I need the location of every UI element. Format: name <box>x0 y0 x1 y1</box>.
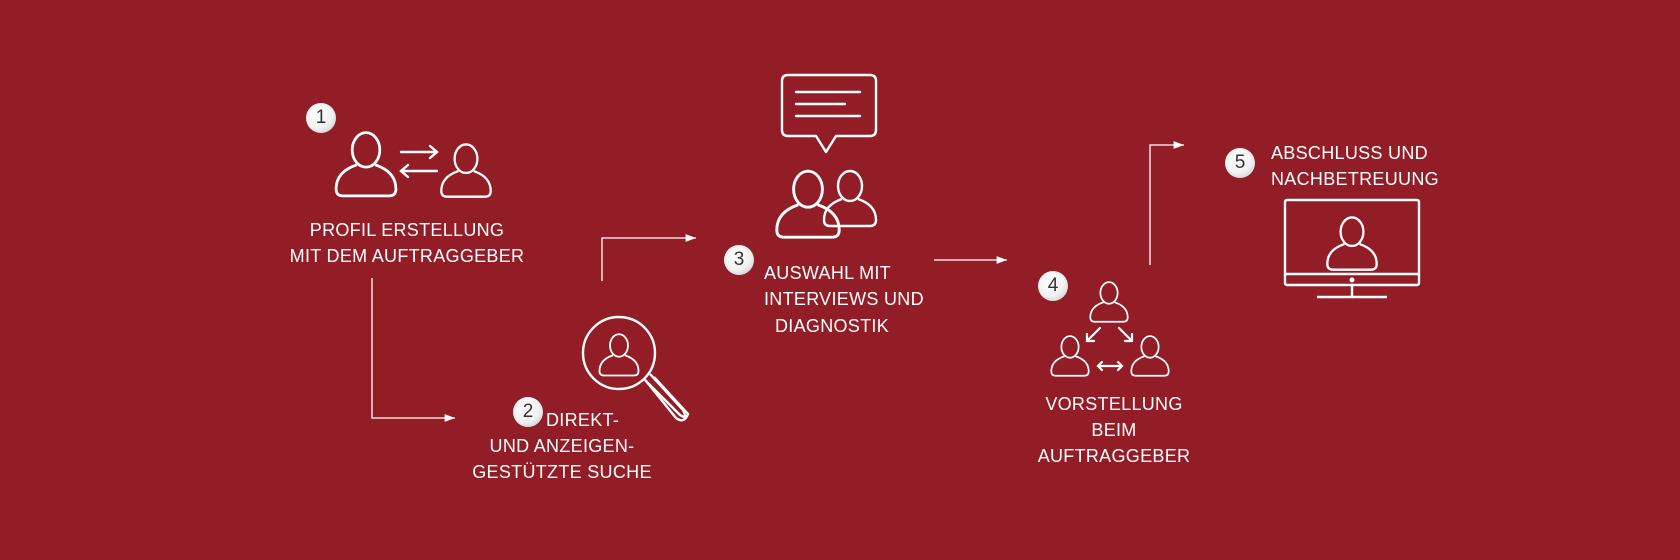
step-3-line-1: AUSWAHL MIT <box>764 263 891 283</box>
step-5-line-2: NACHBETREUUNG <box>1271 169 1439 189</box>
monitor-person-icon <box>1283 198 1421 299</box>
step-2-badge: 2 <box>513 397 543 427</box>
connector-2-3 <box>601 234 696 281</box>
interview-chat-icon <box>775 73 878 239</box>
step-5-label: ABSCHLUSS UND NACHBETREUUNG <box>1271 140 1439 192</box>
magnifier-person-icon <box>581 315 690 422</box>
step-2-line-2: UND ANZEIGEN- <box>489 436 635 456</box>
step-2-line-3: GESTÜTZTE SUCHE <box>472 462 652 482</box>
step-4-label: VORSTELLUNG BEIM AUFTRAGGEBER <box>1038 391 1191 469</box>
step-3-badge: 3 <box>724 245 754 275</box>
connector-1-2 <box>371 278 455 422</box>
step-4-line-2: BEIM <box>1091 420 1137 440</box>
connector-4-5 <box>1149 141 1184 265</box>
step-4-line-3: AUFTRAGGEBER <box>1037 446 1191 466</box>
step-1-badge: 1 <box>306 103 336 133</box>
step-2-line-1: DIREKT- <box>546 410 620 430</box>
step-3-line-2: INTERVIEWS UND <box>764 289 924 309</box>
step-1-label: PROFIL ERSTELLUNG MIT DEM AUFTRAGGEBER <box>290 217 525 269</box>
step-5-line-1: ABSCHLUSS UND <box>1271 143 1428 163</box>
team-introduction-icon <box>1050 281 1170 377</box>
step-4-badge: 4 <box>1038 271 1068 301</box>
step-4-line-1: VORSTELLUNG <box>1045 394 1183 414</box>
step-3-line-3: DIAGNOSTIK <box>774 316 890 336</box>
step-1-line-1: PROFIL ERSTELLUNG <box>309 220 505 240</box>
step-1-line-2: MIT DEM AUFTRAGGEBER <box>289 246 525 266</box>
step-3-label: AUSWAHL MIT INTERVIEWS UND <box>764 260 924 312</box>
step-2-label: UND ANZEIGEN- GESTÜTZTE SUCHE <box>472 433 652 485</box>
person-exchange-icon <box>334 131 492 198</box>
step-5-badge: 5 <box>1225 148 1255 178</box>
